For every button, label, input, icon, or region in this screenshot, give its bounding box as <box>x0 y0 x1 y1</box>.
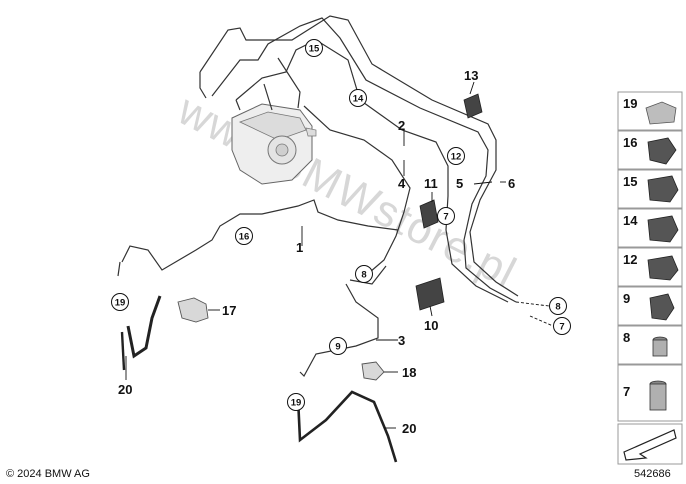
clip-13-illustration <box>463 93 483 119</box>
hydraulic-unit-illustration <box>231 103 317 185</box>
copyright: © 2024 BMW AG <box>6 468 90 480</box>
legend-number-7: 7 <box>623 384 630 399</box>
callout-11: 11 <box>424 176 438 191</box>
circled-callout-7-right: 7 <box>553 317 571 335</box>
sleeve-icon-7 <box>649 380 667 411</box>
circled-callout-15: 15 <box>305 39 323 57</box>
pipe-clip-icon-12 <box>647 255 679 281</box>
callout-6: 6 <box>508 176 515 191</box>
diagram-number: 542686 <box>634 468 671 480</box>
callout-20-left: 20 <box>118 382 132 397</box>
legend-number-14: 14 <box>623 213 638 228</box>
circled-callout-19-right: 19 <box>287 393 305 411</box>
brake-hose-right <box>296 390 398 463</box>
circled-callouts: 15 14 12 16 7 8 8 7 <box>111 39 571 411</box>
svg-text:7: 7 <box>559 322 564 333</box>
bracket-17-illustration <box>177 297 209 323</box>
svg-text:8: 8 <box>361 270 366 281</box>
circled-callout-9: 9 <box>329 337 347 355</box>
legend-number-8: 8 <box>623 330 630 345</box>
svg-text:12: 12 <box>451 152 462 163</box>
brake-hose-left <box>120 295 162 371</box>
circled-callout-7-upper: 7 <box>437 207 455 225</box>
legend-number-19: 19 <box>623 96 637 111</box>
circled-callout-8-right: 8 <box>549 297 567 315</box>
sleeve-icon-8 <box>652 336 668 357</box>
circled-callout-16: 16 <box>235 227 253 245</box>
callout-10: 10 <box>424 318 438 333</box>
callout-3: 3 <box>398 333 405 348</box>
circled-callout-19-left: 19 <box>111 293 129 311</box>
svg-text:16: 16 <box>239 232 250 243</box>
legend-number-16: 16 <box>623 135 637 150</box>
svg-text:15: 15 <box>309 44 320 55</box>
svg-text:9: 9 <box>335 342 340 353</box>
circled-callout-8-middle: 8 <box>355 265 373 283</box>
parts-legend: 19 16 15 14 12 9 8 <box>617 91 683 465</box>
svg-text:19: 19 <box>291 398 302 409</box>
pipe-clip-icon-14 <box>647 215 679 243</box>
pipe-right <box>299 283 379 377</box>
svg-text:14: 14 <box>353 94 364 105</box>
clip-10-illustration <box>415 277 445 311</box>
pipe-clip-icon-9 <box>649 293 675 321</box>
callout-4: 4 <box>398 176 406 191</box>
pipe-left <box>117 199 399 277</box>
callout-1: 1 <box>296 240 303 255</box>
circled-callout-14: 14 <box>349 89 367 107</box>
callouts: 1 2 3 4 5 6 10 11 13 17 18 20 20 <box>118 68 515 436</box>
callout-20-right: 20 <box>402 421 416 436</box>
legend-number-15: 15 <box>623 174 637 189</box>
pipe-clip-icon-15 <box>647 175 679 203</box>
pipe-bundle-upper <box>199 15 519 303</box>
legend-item-8[interactable] <box>617 325 683 365</box>
svg-text:8: 8 <box>555 302 560 313</box>
callout-13: 13 <box>464 68 478 83</box>
callout-5: 5 <box>456 176 463 191</box>
clip-11-illustration <box>419 199 439 229</box>
callout-18: 18 <box>402 365 416 380</box>
callout-2: 2 <box>398 118 405 133</box>
svg-text:19: 19 <box>115 298 126 309</box>
callout-17: 17 <box>222 303 236 318</box>
leader-lines <box>125 81 506 429</box>
circled-callout-12: 12 <box>447 147 465 165</box>
arrow-icon <box>623 429 677 461</box>
legend-number-12: 12 <box>623 252 637 267</box>
legend-number-9: 9 <box>623 291 630 306</box>
bracket-clip-icon <box>645 101 677 125</box>
svg-text:7: 7 <box>443 212 448 223</box>
pipe-clip-icon-16 <box>647 137 677 165</box>
bracket-18-illustration <box>361 361 385 381</box>
